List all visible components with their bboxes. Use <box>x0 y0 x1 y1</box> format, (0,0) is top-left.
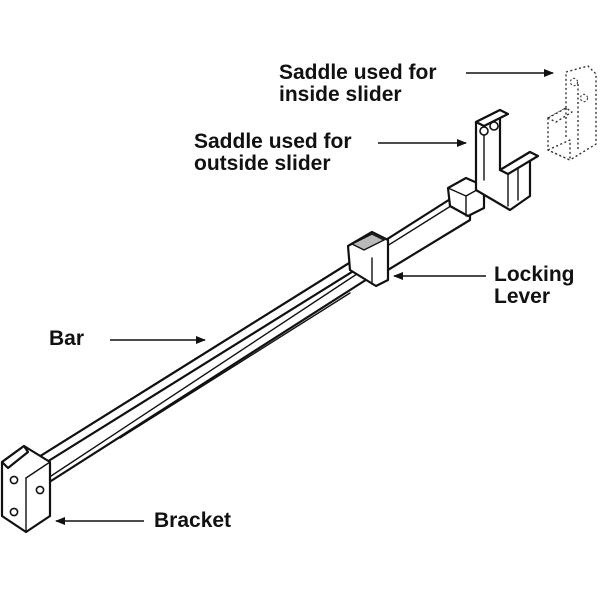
inside-saddle-hole-top <box>569 77 579 87</box>
inside-saddle-hole-bottom <box>579 93 589 103</box>
inside-saddle-label-line1: Saddle used for <box>279 61 437 84</box>
locking-lever-label-line1: Locking <box>494 263 575 286</box>
bracket-screw-hole-side <box>35 485 45 495</box>
outside-saddle-label-line2: outside slider <box>194 152 331 175</box>
inside-saddle-label-line2: inside slider <box>279 83 402 106</box>
outside-slider-saddle <box>474 108 540 212</box>
outside-saddle-hole-left <box>479 126 489 136</box>
bar <box>16 194 472 490</box>
locking-lever <box>346 230 390 288</box>
locking-lever-label-line2: Lever <box>494 285 550 308</box>
bracket-screw-hole-upper <box>9 475 19 485</box>
inside-slider-saddle <box>547 65 597 161</box>
outside-saddle-hole-right <box>489 121 499 131</box>
bracket-screw-hole-lower <box>9 507 19 517</box>
bracket <box>0 444 52 534</box>
bar-label: Bar <box>49 327 84 350</box>
outside-saddle-label-line1: Saddle used for <box>194 130 352 153</box>
bracket-label: Bracket <box>154 509 231 532</box>
